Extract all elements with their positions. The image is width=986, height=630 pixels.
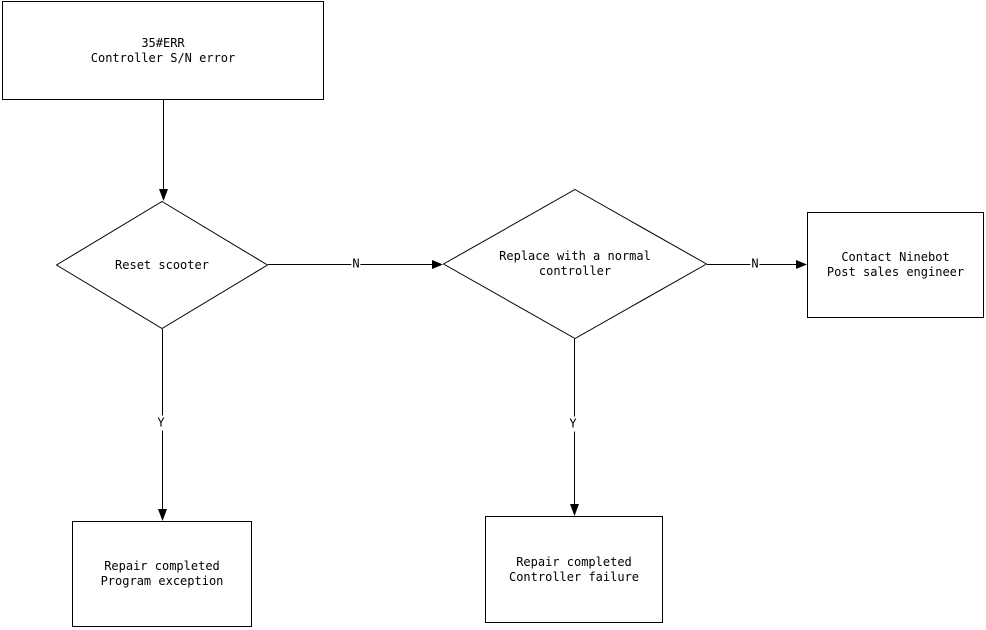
node-replace-diamond: Replace with a normal controller (443, 189, 707, 339)
node-replace-line1: Replace with a normal (499, 249, 651, 263)
node-error-text: 35#ERR Controller S/N error (91, 36, 236, 66)
node-repair-controller-line1: Repair completed (516, 554, 632, 569)
edge-label-reset-yes: Y (156, 415, 166, 431)
node-reset-diamond: Reset scooter (56, 201, 268, 329)
arrow-error-to-reset (159, 100, 168, 201)
node-repair-controller-box: Repair completed Controller failure (485, 516, 663, 623)
node-error-box: 35#ERR Controller S/N error (2, 1, 324, 100)
node-reset-line1: Reset scooter (115, 257, 209, 272)
node-repair-program-line1: Repair completed (104, 559, 220, 573)
arrowhead-down-icon (570, 504, 579, 516)
node-contact-line1: Contact Ninebot (841, 250, 950, 264)
node-contact-line2: Post sales engineer (826, 265, 965, 279)
node-error-line2: Controller S/N error (90, 50, 236, 65)
arrowhead-right-icon (796, 260, 807, 269)
diamond-shape-icon (56, 201, 268, 329)
edge-label-replace-no: N (750, 256, 760, 272)
node-repair-controller-line2: Controller failure (508, 569, 640, 584)
node-contact-text: Contact Ninebot Post sales engineer (827, 250, 964, 280)
node-repair-controller-text: Repair completed Controller failure (509, 555, 639, 585)
arrowhead-down-icon (159, 189, 168, 201)
edge-label-replace-yes: Y (568, 416, 578, 432)
diamond-shape-icon (443, 189, 707, 339)
node-replace-line2: controller (538, 264, 612, 278)
node-contact-box: Contact Ninebot Post sales engineer (807, 212, 984, 318)
edge-label-reset-no: N (351, 256, 361, 272)
node-reset-text: Reset scooter (56, 201, 268, 329)
node-error-line1: 35#ERR (141, 35, 185, 50)
arrowhead-right-icon (432, 260, 443, 269)
node-replace-text: Replace with a normal controller (443, 189, 707, 339)
node-repair-program-text: Repair completed Program exception (101, 559, 224, 589)
node-repair-program-line2: Program exception (100, 574, 224, 588)
node-repair-program-box: Repair completed Program exception (72, 521, 252, 627)
arrowhead-down-icon (158, 509, 167, 521)
